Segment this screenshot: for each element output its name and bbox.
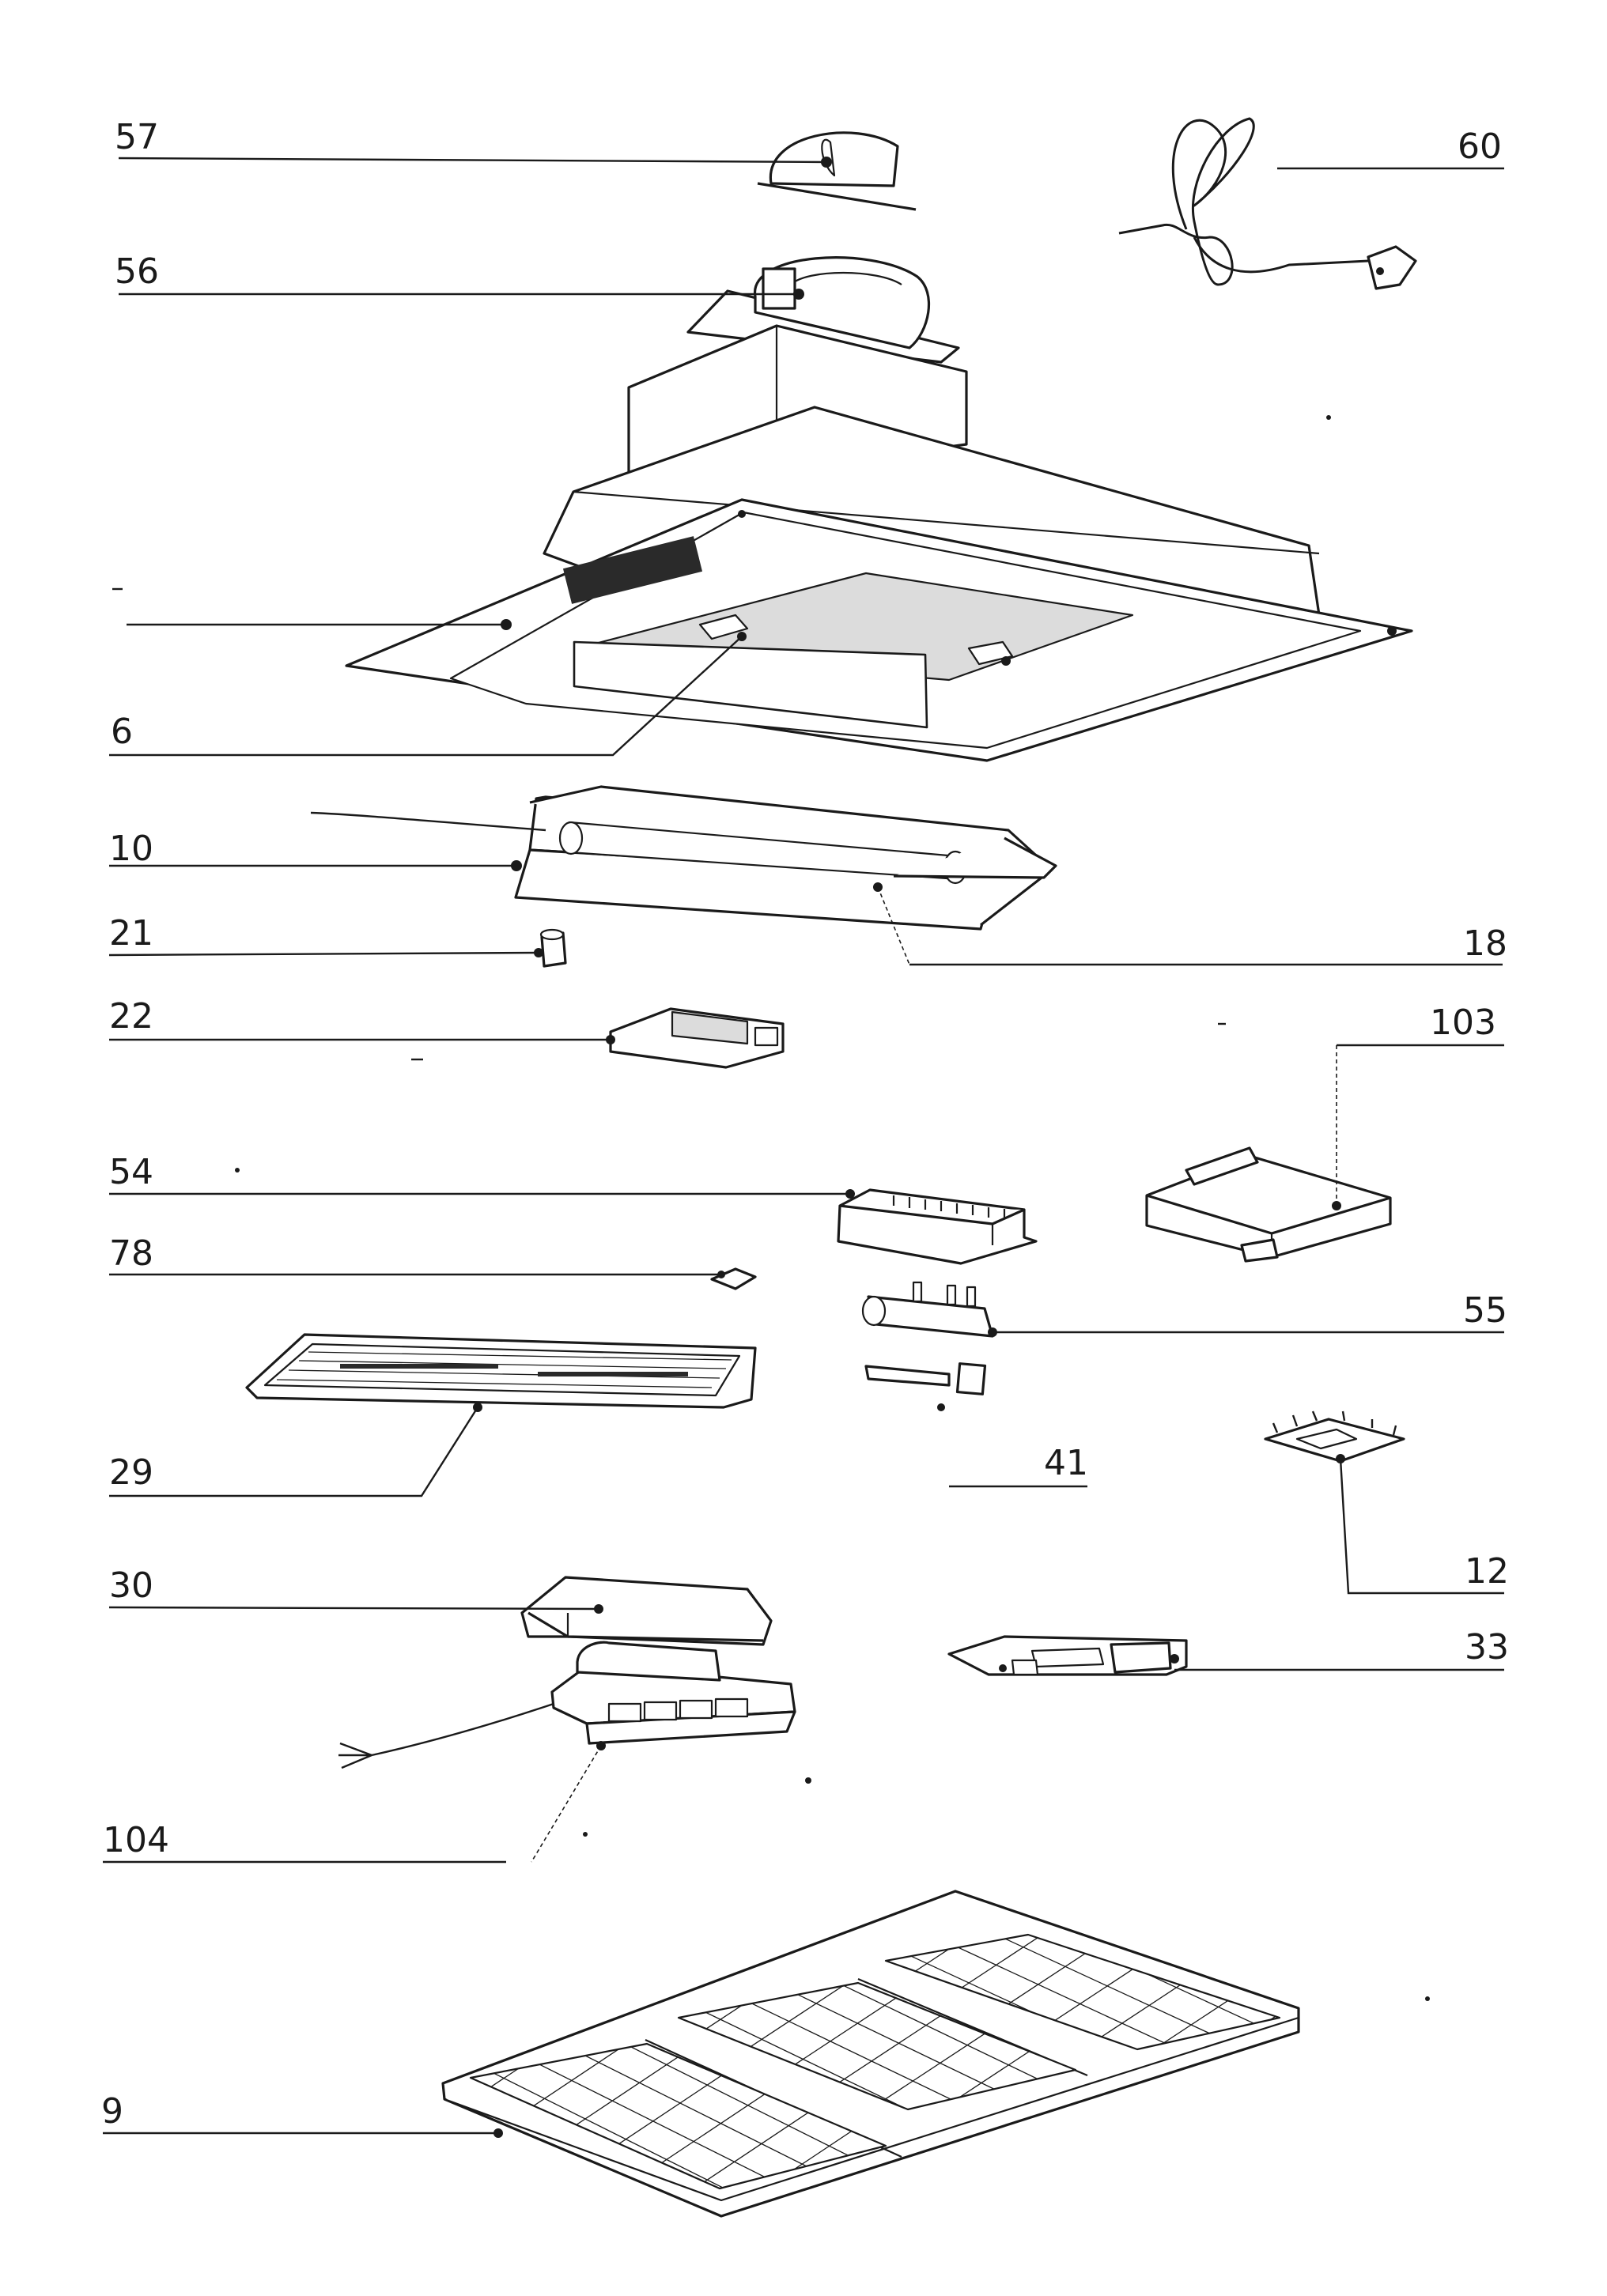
label-55: 55	[1463, 1290, 1507, 1331]
label-104: 104	[103, 1820, 169, 1860]
label-9: 9	[101, 2091, 123, 2132]
part-57-duct-elbow	[757, 131, 917, 211]
label-54: 54	[109, 1152, 153, 1192]
part-60-power-cable	[1118, 117, 1417, 290]
part-21-starter	[534, 928, 567, 968]
part-78-clip	[710, 1267, 757, 1290]
label-57: 57	[115, 117, 159, 157]
part-22-control-board	[606, 1007, 785, 1069]
label-60: 60	[1458, 127, 1502, 167]
part-55-switch	[861, 1281, 997, 1338]
part-labels: 57 60 56 6 10 18 21 22 103 54 78 55 29 4…	[101, 117, 1509, 2132]
label-10: 10	[109, 829, 153, 869]
label-78: 78	[109, 1233, 153, 1274]
stray-marks	[112, 415, 1430, 2001]
part-10-lamp-housing	[310, 785, 1057, 931]
part-104-lamp-unit	[338, 1641, 796, 1769]
label-30: 30	[109, 1565, 153, 1606]
part-54-relay-block	[837, 1188, 1038, 1265]
label-18: 18	[1463, 923, 1507, 964]
label-22: 22	[109, 996, 153, 1037]
label-41: 41	[1044, 1443, 1088, 1483]
label-29: 29	[109, 1452, 153, 1493]
label-6: 6	[111, 712, 133, 752]
label-33: 33	[1465, 1627, 1509, 1667]
part-103-transformer-box	[1145, 1146, 1392, 1263]
part-33-control-panel	[947, 1635, 1188, 1676]
part-6-hood-body	[345, 324, 1413, 762]
part-9-metal-filters	[441, 1890, 1300, 2218]
part-29-grease-filter	[245, 1333, 757, 1412]
leader-lines	[103, 157, 1504, 2135]
label-12: 12	[1465, 1551, 1509, 1592]
part-56-fan-motor	[686, 256, 960, 364]
part-12-circuit-board	[1264, 1410, 1405, 1463]
label-21: 21	[109, 913, 153, 954]
part-30-lamp-cover	[520, 1576, 773, 1646]
label-56: 56	[115, 251, 159, 292]
label-103: 103	[1430, 1003, 1496, 1043]
part-41-spindle	[864, 1362, 987, 1411]
